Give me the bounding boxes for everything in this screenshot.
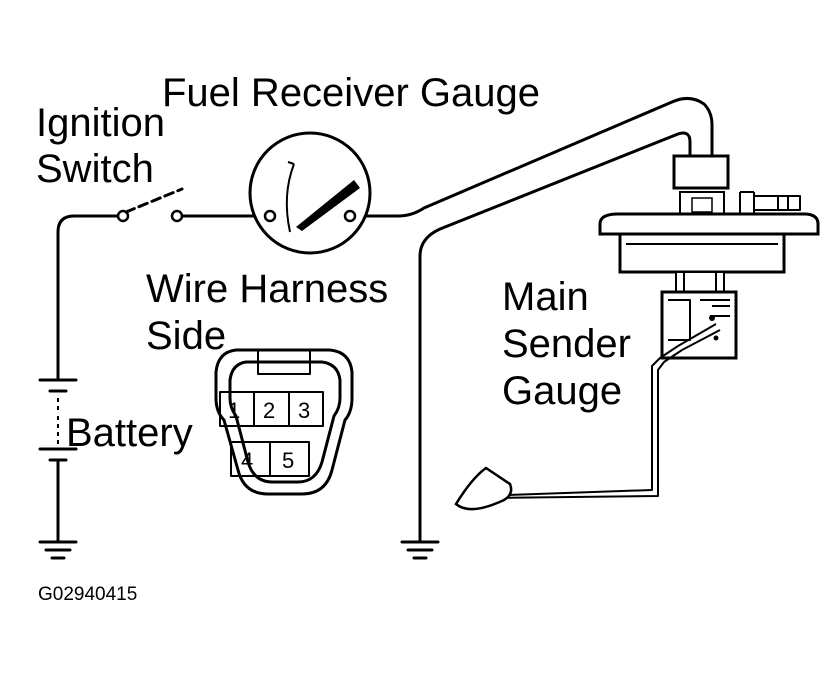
fuel-receiver-gauge-icon (248, 131, 372, 255)
ignition-switch-label-line1: Ignition (36, 101, 165, 145)
ignition-switch-symbol (116, 187, 184, 223)
sender-ground-wire (418, 131, 692, 542)
main-sender-gauge-assembly (454, 154, 820, 511)
battery-label: Battery (66, 411, 193, 455)
battery-symbol (38, 378, 78, 462)
main-sender-label-line3: Gauge (502, 369, 622, 413)
connector-pin-2: 2 (263, 398, 275, 423)
connector-pin-4: 4 (241, 448, 253, 473)
main-sender-label-line2: Sender (502, 322, 631, 366)
main-sender-label-line1: Main (502, 275, 589, 319)
connector-pin-1: 1 (228, 398, 240, 423)
wire-harness-label-line2: Side (146, 314, 226, 358)
ignition-switch-label-line2: Switch (36, 147, 154, 191)
connector-pin-5: 5 (282, 448, 294, 473)
wire-harness-connector (214, 348, 354, 496)
fuel-receiver-gauge-label: Fuel Receiver Gauge (162, 71, 540, 115)
connector-pin-3: 3 (298, 398, 310, 423)
left-wire (56, 214, 121, 380)
ground-icon-left (38, 540, 78, 560)
ground-icon-right (400, 540, 440, 560)
figure-code: G02940415 (38, 584, 137, 605)
wire-harness-label-line1: Wire Harness (146, 267, 388, 311)
gauge-to-sender-wire (348, 97, 714, 218)
